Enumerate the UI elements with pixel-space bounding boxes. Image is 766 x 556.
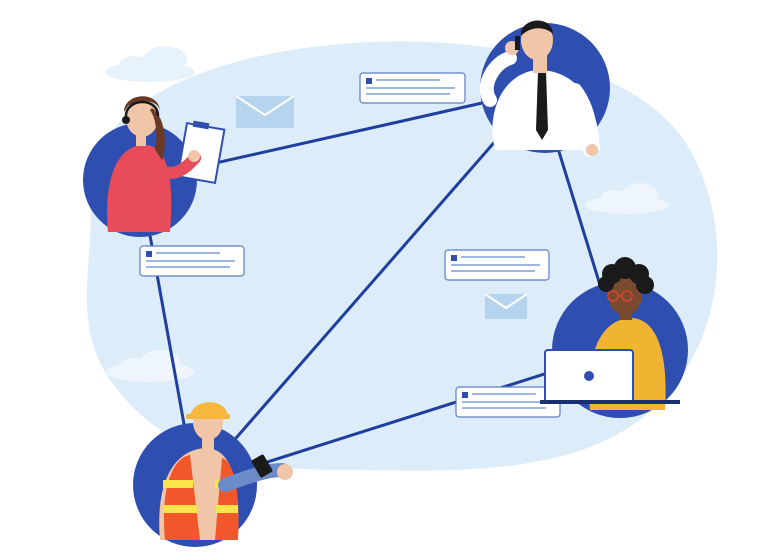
message-card: [139, 245, 245, 277]
person-construction-worker: [133, 402, 293, 547]
message-card: [359, 72, 466, 104]
message-card: [455, 386, 561, 418]
person-laptop-user: [540, 257, 688, 418]
person-headset-agent: [83, 96, 226, 237]
envelope-icon: [235, 95, 295, 128]
blob-droplet: [337, 441, 393, 469]
cloud-icon: [585, 183, 669, 214]
laptop-icon: [540, 349, 680, 404]
envelope-icon: [484, 293, 528, 319]
radio-icon: [251, 454, 273, 478]
message-card: [444, 249, 550, 281]
cloud-icon: [106, 350, 194, 382]
blob-droplet-small: [400, 424, 420, 440]
cloud-icon: [105, 46, 195, 82]
person-businessman: [479, 20, 610, 157]
